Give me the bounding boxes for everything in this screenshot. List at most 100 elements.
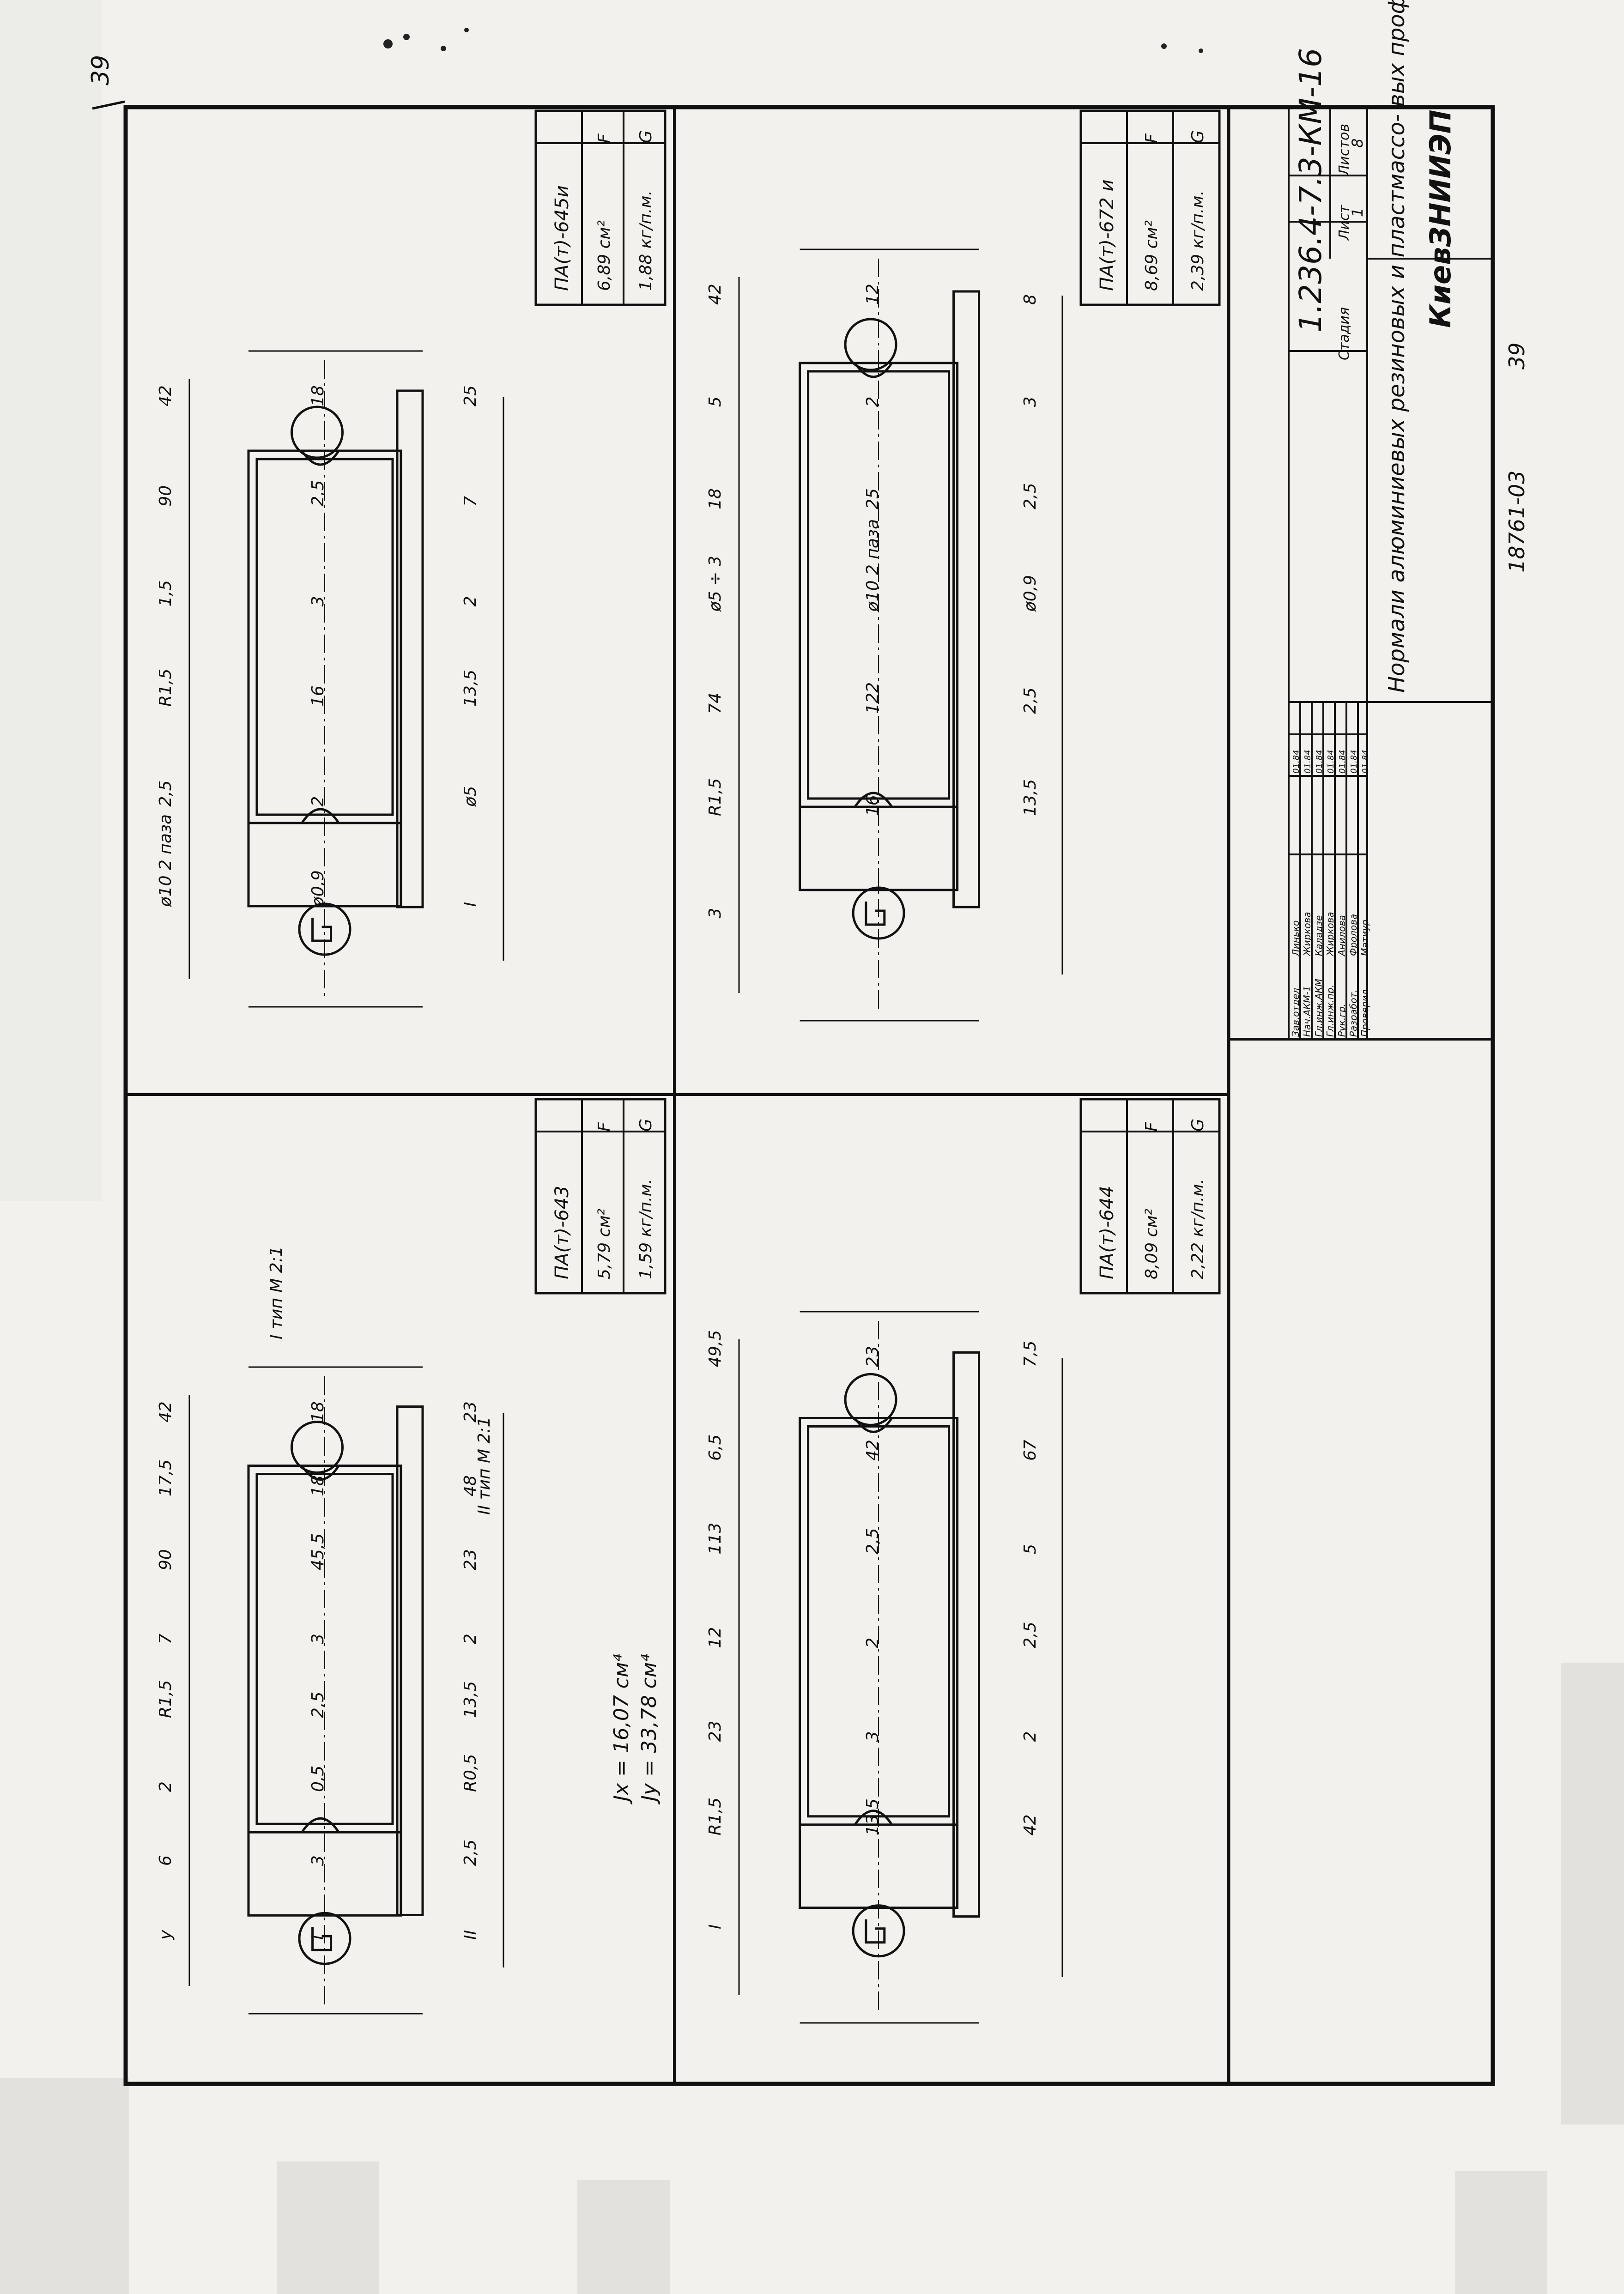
dimension-label: 23 [863,1346,882,1367]
dimension-label: 7 [156,1634,175,1644]
profile-645-name: ПА(т)-645и [551,185,573,291]
dimension-label: 7,5 [1021,1341,1040,1367]
section-I-label: I тип М 2:1 [267,1246,286,1339]
dimension-label: 2,5 [156,780,175,806]
dimension-label: 3 [1021,397,1040,407]
outer-frame [123,105,1495,2086]
dimension-label: 13,5 [1021,779,1040,816]
dimension-label: 42 [706,284,725,305]
profile-645-F: F [595,133,614,143]
title-text: Нормали алюминиевых резиновых и пластмас… [1384,0,1410,693]
dimension-label: 18 [309,385,327,406]
page-number: 39 [87,55,115,85]
signature-name: Матиур [1359,920,1370,956]
dimension-label: 2,5 [1021,483,1040,509]
dimension-label: II [461,1930,480,1940]
profile-644-area: 8,09 см² [1142,1209,1161,1279]
dimension-label: 3 [309,1634,327,1644]
profile-645-weight: 1,88 кг/п.м. [636,190,655,291]
dimension-label: 13,5 [461,1681,480,1718]
dimension-label: 7 [461,496,480,507]
dimension-label: 122 [863,682,882,714]
dimension-label: 67 [1021,1440,1040,1461]
dimension-label: I [706,1925,725,1930]
dimension-label: R1,5 [156,1680,175,1718]
title-designation: 1.236.4-7.3-КМ-16 [1293,48,1328,333]
profile-644-weight: 2,22 кг/п.м. [1188,1179,1207,1279]
dimension-label: 2,5 [1021,1622,1040,1648]
profile-643-weight: 1,59 кг/п.м. [636,1179,655,1279]
dimension-label: 3 [863,1731,882,1742]
sheets-value: 8 [1349,139,1366,148]
profile-645-G: G [636,130,655,143]
dimension-label: 12 [863,284,882,305]
dimension-label: 2 [461,596,480,606]
profile-645-area: 6,89 см² [595,220,614,291]
dimension-label: 2,5 [863,1528,882,1554]
dimension-label: ø10 2 паза [156,814,175,907]
dimension-label: R1,5 [156,669,175,707]
dimension-label: ø10 2 паза [863,519,882,612]
dimension-label: 2,5 [309,480,327,506]
dimension-label: 6 [156,1855,175,1866]
dimension-label: 42 [1021,1814,1040,1835]
signature-name: Линько [1290,920,1301,956]
signature-date: 01.84 [1303,750,1313,774]
dimension-label: 2,5 [309,1692,327,1718]
dimension-label: 18 [309,1475,327,1496]
dimension-label: 23 [461,1401,480,1422]
dimension-label: 5 [1021,1544,1040,1555]
profile-672-G: G [1188,130,1207,143]
signature-role: Нач.АКМ-1 [1302,986,1313,1037]
profile-672-name: ПА(т)-672 и [1097,180,1118,291]
signature-date: 01.84 [1361,750,1370,774]
dimension-label: R1,5 [706,1798,725,1835]
signature-date: 01.84 [1349,750,1359,774]
profile-672-F: F [1142,133,1161,143]
dimension-label: 3 [706,908,725,919]
dimension-label: y [156,1930,175,1940]
signature-role: Рук.гр. [1336,1004,1347,1037]
signature-date: 01.84 [1338,750,1347,774]
dimension-label: 25 [863,488,882,509]
signature-role: Гл.инж.пр. [1325,985,1336,1037]
dimension-label: 2 [461,1634,480,1644]
footer-code: 18761-03 [1504,471,1529,573]
dimension-label: 13,5 [461,670,480,707]
dimension-label: 42 [863,1440,882,1461]
dimension-label: 2 [1021,1731,1040,1742]
signature-role: Проверил [1359,989,1370,1037]
dimension-label: I [309,1935,327,1940]
dimension-label: 12 [706,1627,725,1648]
dimension-label: 16 [309,685,327,707]
section-II-label: II тип М 2:1 [475,1417,494,1515]
sheets-label: Листов [1336,124,1352,176]
dimension-label: 1,5 [156,580,175,606]
dimension-label: 45,5 [309,1533,327,1570]
stage-label: Стадия [1336,307,1352,360]
dimension-label: 90 [156,485,175,507]
sheet-value: 1 [1349,208,1366,217]
sheet-label: Лист [1336,204,1352,241]
dimension-label: 2 [309,796,327,807]
signature-date: 01.84 [1326,750,1336,774]
dimension-label: ø0,9 [1021,575,1040,612]
signature-role: Зав.отдел [1290,988,1301,1037]
signature-name: Жиркова [1325,912,1336,957]
dimension-label: 90 [156,1549,175,1570]
dimension-label: 5 [706,397,725,407]
dimension-label: 48 [461,1475,480,1496]
profile-643-name: ПА(т)-643 [551,1186,573,1279]
signature-name: Каладзе [1313,915,1324,956]
dimension-label: 18 [309,1401,327,1422]
signature-role: Гл.инж.АКМ [1313,979,1324,1037]
organization: КиевЗНИИЭП [1424,109,1457,328]
inertia-jy: Jy = 33,78 см⁴ [637,1654,661,1805]
profile-644-F: F [1142,1121,1161,1132]
dimension-label: 2 [863,1638,882,1648]
dimension-label: 8 [1021,294,1040,305]
